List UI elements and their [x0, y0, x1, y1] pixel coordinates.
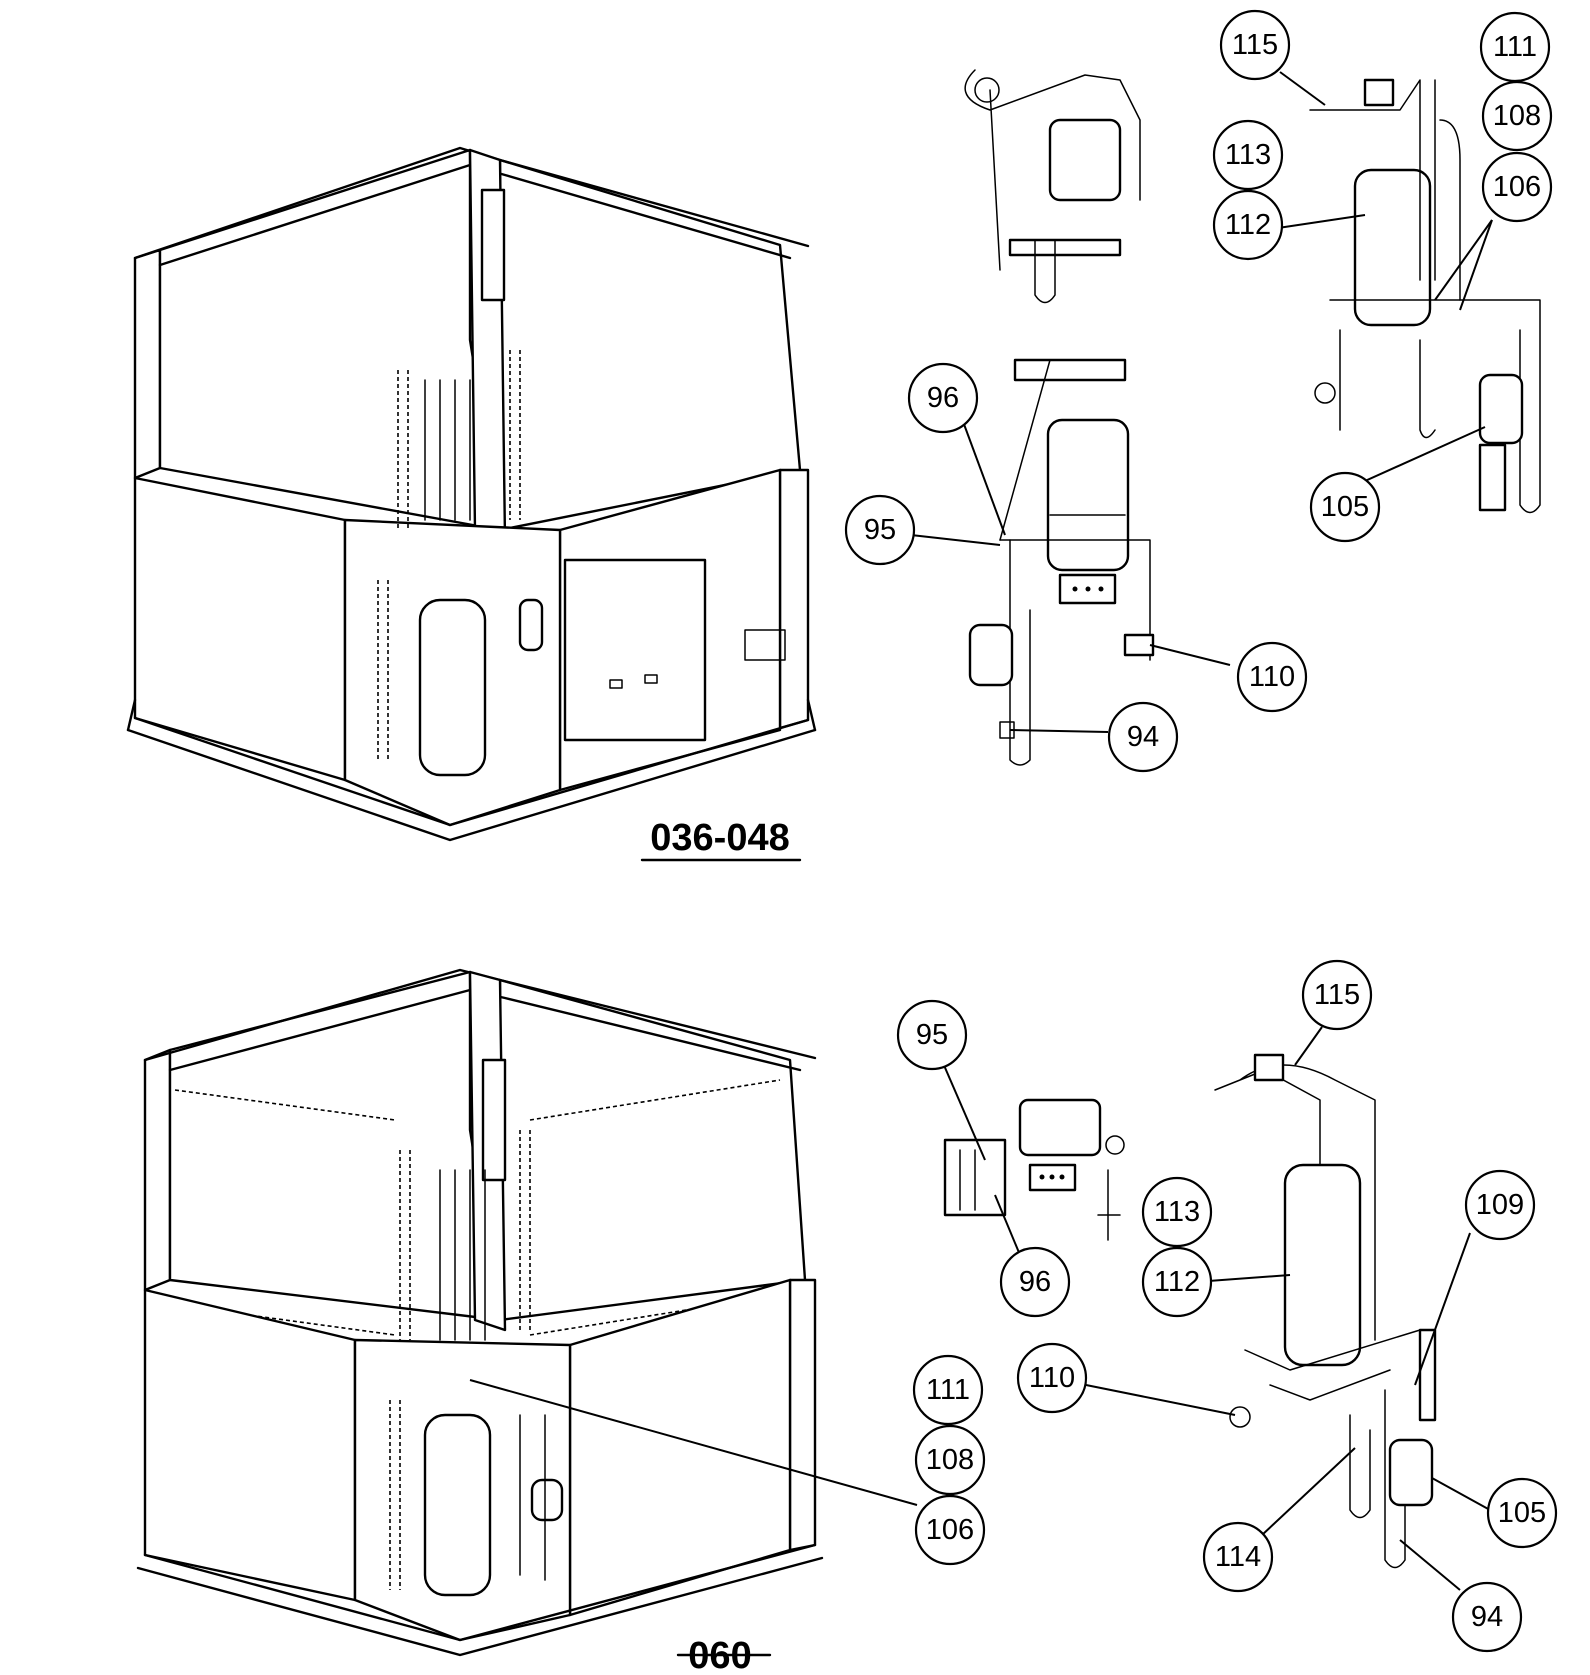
svg-text:94: 94	[1471, 1601, 1503, 1633]
callout-110-lower: 110	[1016, 1342, 1088, 1414]
svg-text:112: 112	[1225, 209, 1271, 241]
callout-111-lower: 111	[912, 1354, 984, 1426]
svg-text:113: 113	[1154, 1196, 1200, 1228]
callout-95: 95	[844, 494, 916, 566]
callout-109-lower: 109	[1464, 1169, 1536, 1241]
svg-text:110: 110	[1249, 661, 1295, 693]
upper-refrigerant-assembly-a	[964, 69, 1141, 304]
callout-115: 115	[1219, 9, 1291, 81]
callout-105-lower: 105	[1486, 1477, 1558, 1549]
callout-96: 96	[907, 362, 979, 434]
svg-text:106: 106	[1493, 171, 1541, 203]
svg-text:96: 96	[1019, 1266, 1051, 1298]
svg-text:109: 109	[1476, 1189, 1524, 1221]
svg-text:94: 94	[1127, 721, 1159, 753]
callout-115-lower: 115	[1301, 959, 1373, 1031]
callout-113: 113	[1212, 119, 1284, 191]
svg-text:115: 115	[1314, 979, 1360, 1011]
svg-text:111: 111	[926, 1374, 970, 1406]
lower-unit-cabinet	[136, 968, 824, 1657]
callout-112: 112	[1212, 189, 1284, 261]
callout-94: 94	[1107, 701, 1179, 773]
svg-text:114: 114	[1215, 1541, 1261, 1573]
callout-106: 106	[1481, 151, 1553, 223]
callout-110: 110	[1236, 641, 1308, 713]
upper-refrigerant-assembly-c	[1309, 78, 1541, 514]
callout-112-lower: 112	[1141, 1246, 1213, 1318]
callout-106-lower: 106	[914, 1494, 986, 1566]
upper-unit-cabinet	[126, 146, 817, 842]
svg-text:115: 115	[1232, 29, 1278, 61]
callout-95-lower: 95	[896, 999, 968, 1071]
callout-114-lower: 114	[1202, 1521, 1274, 1593]
callout-96-lower: 96	[999, 1246, 1071, 1318]
svg-text:96: 96	[927, 382, 959, 414]
upper-caption: 036-048	[650, 817, 789, 859]
callout-108-lower: 108	[914, 1424, 986, 1496]
callout-94-lower: 94	[1451, 1581, 1523, 1653]
svg-text:108: 108	[926, 1444, 974, 1476]
callout-105: 105	[1309, 471, 1381, 543]
svg-text:105: 105	[1321, 491, 1369, 523]
svg-text:95: 95	[916, 1019, 948, 1051]
svg-text:105: 105	[1498, 1497, 1546, 1529]
callout-113-lower: 113	[1141, 1176, 1213, 1248]
svg-text:108: 108	[1493, 100, 1541, 132]
svg-text:112: 112	[1154, 1266, 1200, 1298]
svg-text:106: 106	[926, 1514, 974, 1546]
lower-refrigerant-assembly-b	[1214, 1053, 1437, 1569]
upper-refrigerant-assembly-b	[968, 358, 1155, 766]
svg-text:110: 110	[1029, 1362, 1075, 1394]
svg-text:95: 95	[864, 514, 896, 546]
callout-111: 111	[1479, 11, 1551, 83]
svg-text:113: 113	[1225, 139, 1271, 171]
callout-108: 108	[1481, 80, 1553, 152]
svg-text:111: 111	[1493, 31, 1537, 63]
lower-refrigerant-assembly-a	[943, 1098, 1125, 1241]
